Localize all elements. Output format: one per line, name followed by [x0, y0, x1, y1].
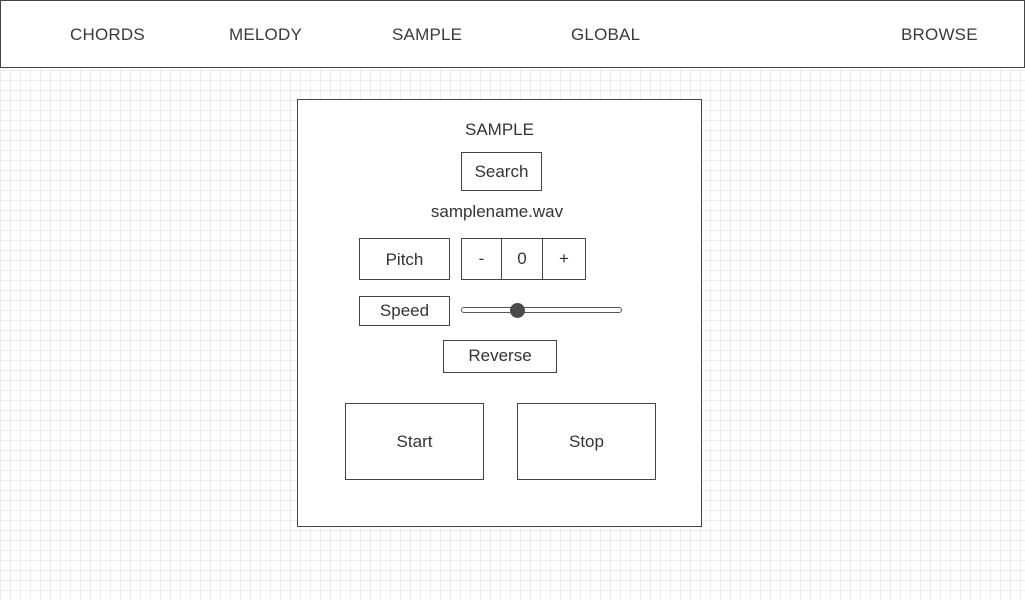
pitch-increment-button[interactable]: +: [559, 249, 569, 268]
top-nav-bar: CHORDS MELODY SAMPLE GLOBAL BROWSE: [0, 0, 1025, 68]
pitch-stepper: - 0 +: [461, 238, 586, 280]
pitch-value: 0: [502, 239, 543, 279]
search-button[interactable]: Search: [461, 152, 542, 191]
speed-slider-track[interactable]: [461, 307, 622, 313]
sample-file-name: samplename.wav: [430, 202, 564, 221]
nav-tab-melody[interactable]: MELODY: [229, 25, 302, 44]
pitch-label: Pitch: [359, 238, 450, 280]
nav-tab-sample[interactable]: SAMPLE: [392, 25, 463, 44]
stop-button[interactable]: Stop: [517, 403, 656, 480]
speed-label: Speed: [359, 296, 450, 326]
panel-title: SAMPLE: [465, 120, 534, 139]
pitch-decrement-button[interactable]: -: [462, 239, 502, 279]
start-button[interactable]: Start: [345, 403, 484, 480]
nav-tab-global[interactable]: GLOBAL: [571, 25, 641, 44]
nav-tab-browse[interactable]: BROWSE: [901, 25, 978, 44]
reverse-button[interactable]: Reverse: [443, 340, 557, 373]
speed-slider-thumb[interactable]: [509, 303, 525, 318]
nav-tab-chords[interactable]: CHORDS: [70, 25, 145, 44]
